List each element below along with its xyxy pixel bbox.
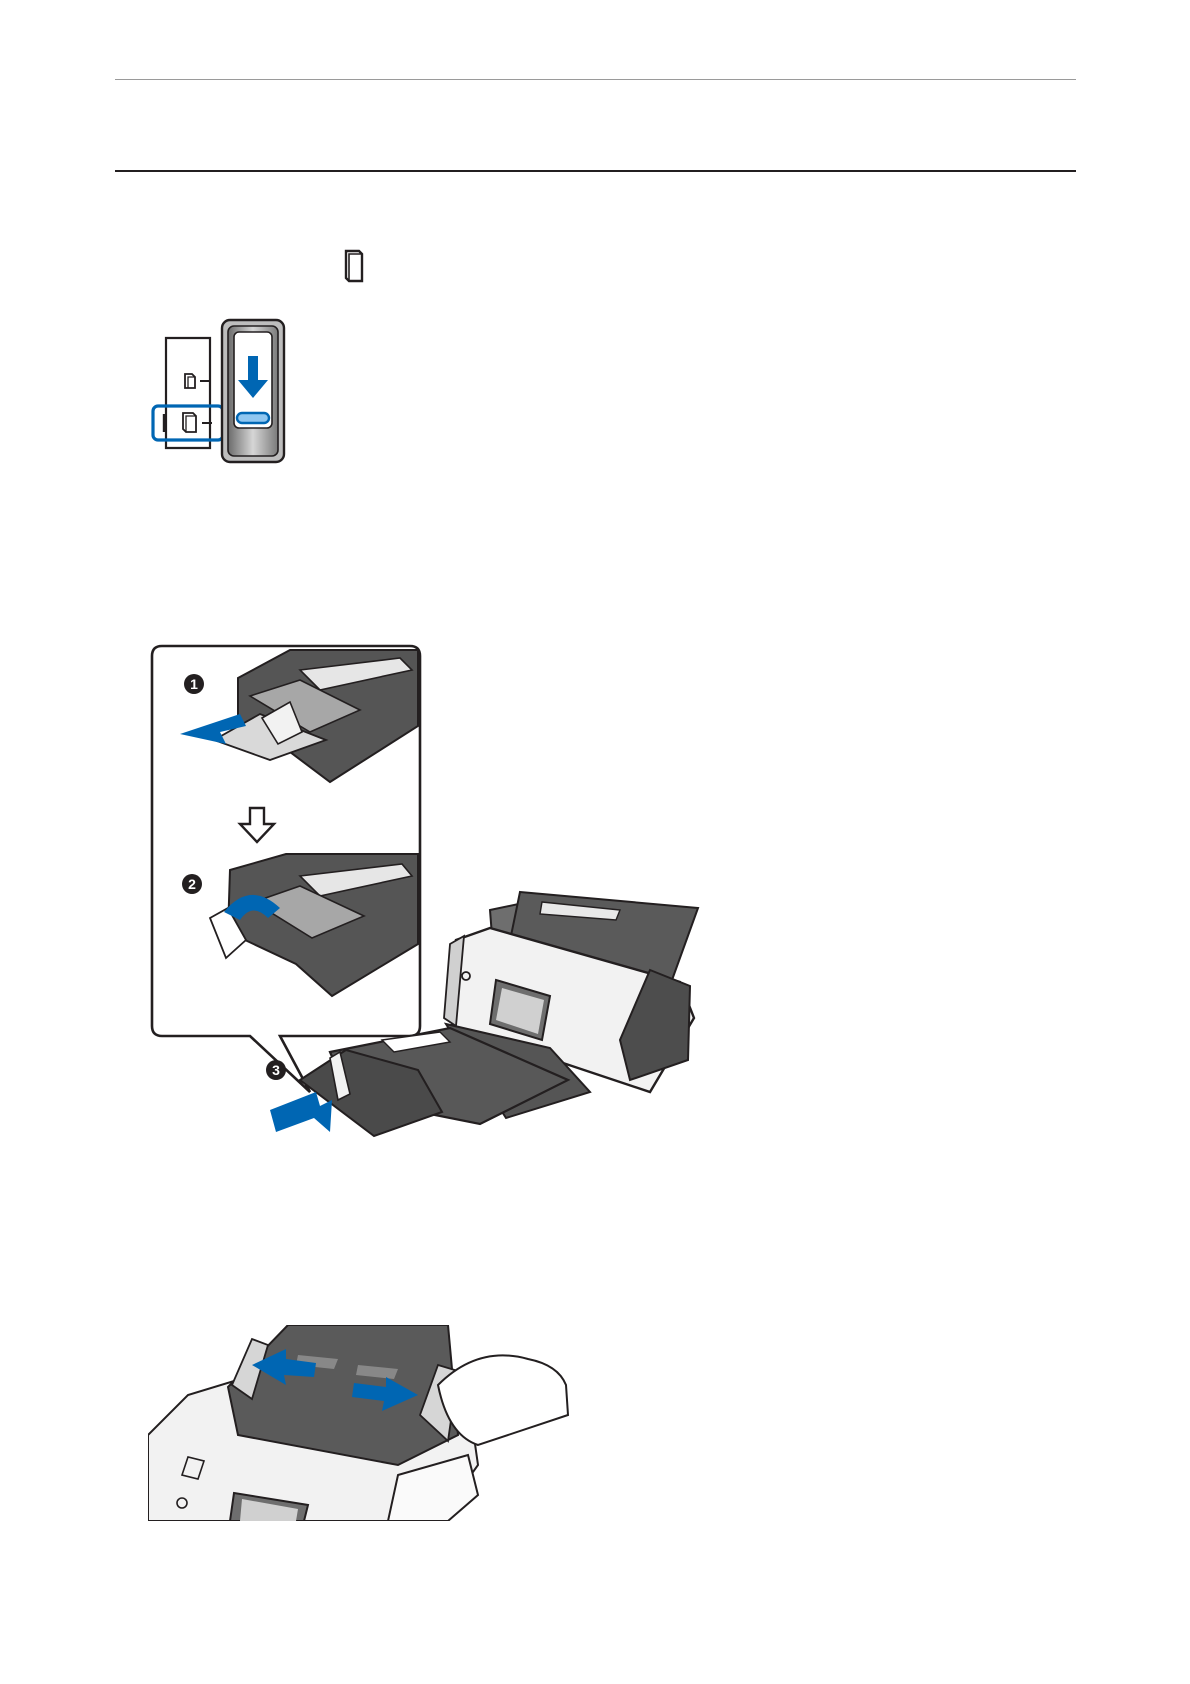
switch-knob <box>237 413 269 423</box>
size-switch-figure <box>148 318 288 466</box>
section-title-rule <box>115 170 1076 172</box>
input-tray-figure: 1 2 3 <box>150 640 710 1240</box>
document-portrait-icon <box>183 413 196 432</box>
step-number-two: 2 <box>188 876 196 892</box>
step-number-one: 1 <box>190 676 198 692</box>
hand <box>438 1355 568 1445</box>
document-small-icon <box>185 374 195 388</box>
step-number-three: 3 <box>272 1062 280 1078</box>
edge-guide-figure <box>148 1325 608 1521</box>
document-portrait-icon <box>343 248 365 284</box>
header-rule <box>115 79 1076 80</box>
